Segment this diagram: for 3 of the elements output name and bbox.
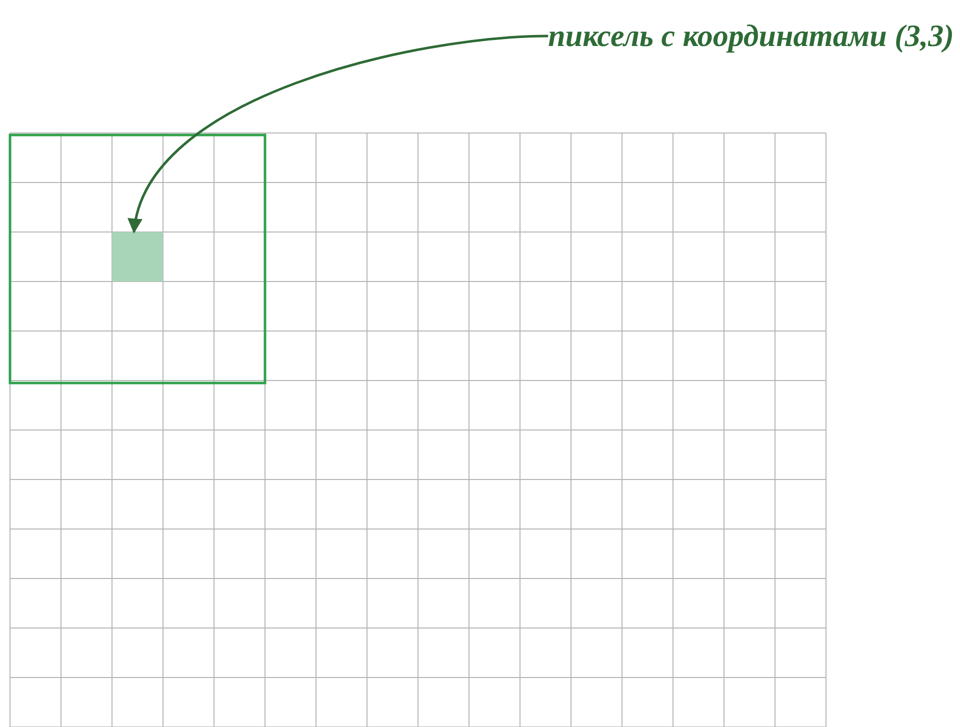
highlighted-pixel (112, 232, 163, 282)
callout-text: пиксель с координатами (3,3) (548, 14, 954, 58)
leader-arrow (130, 34, 548, 234)
